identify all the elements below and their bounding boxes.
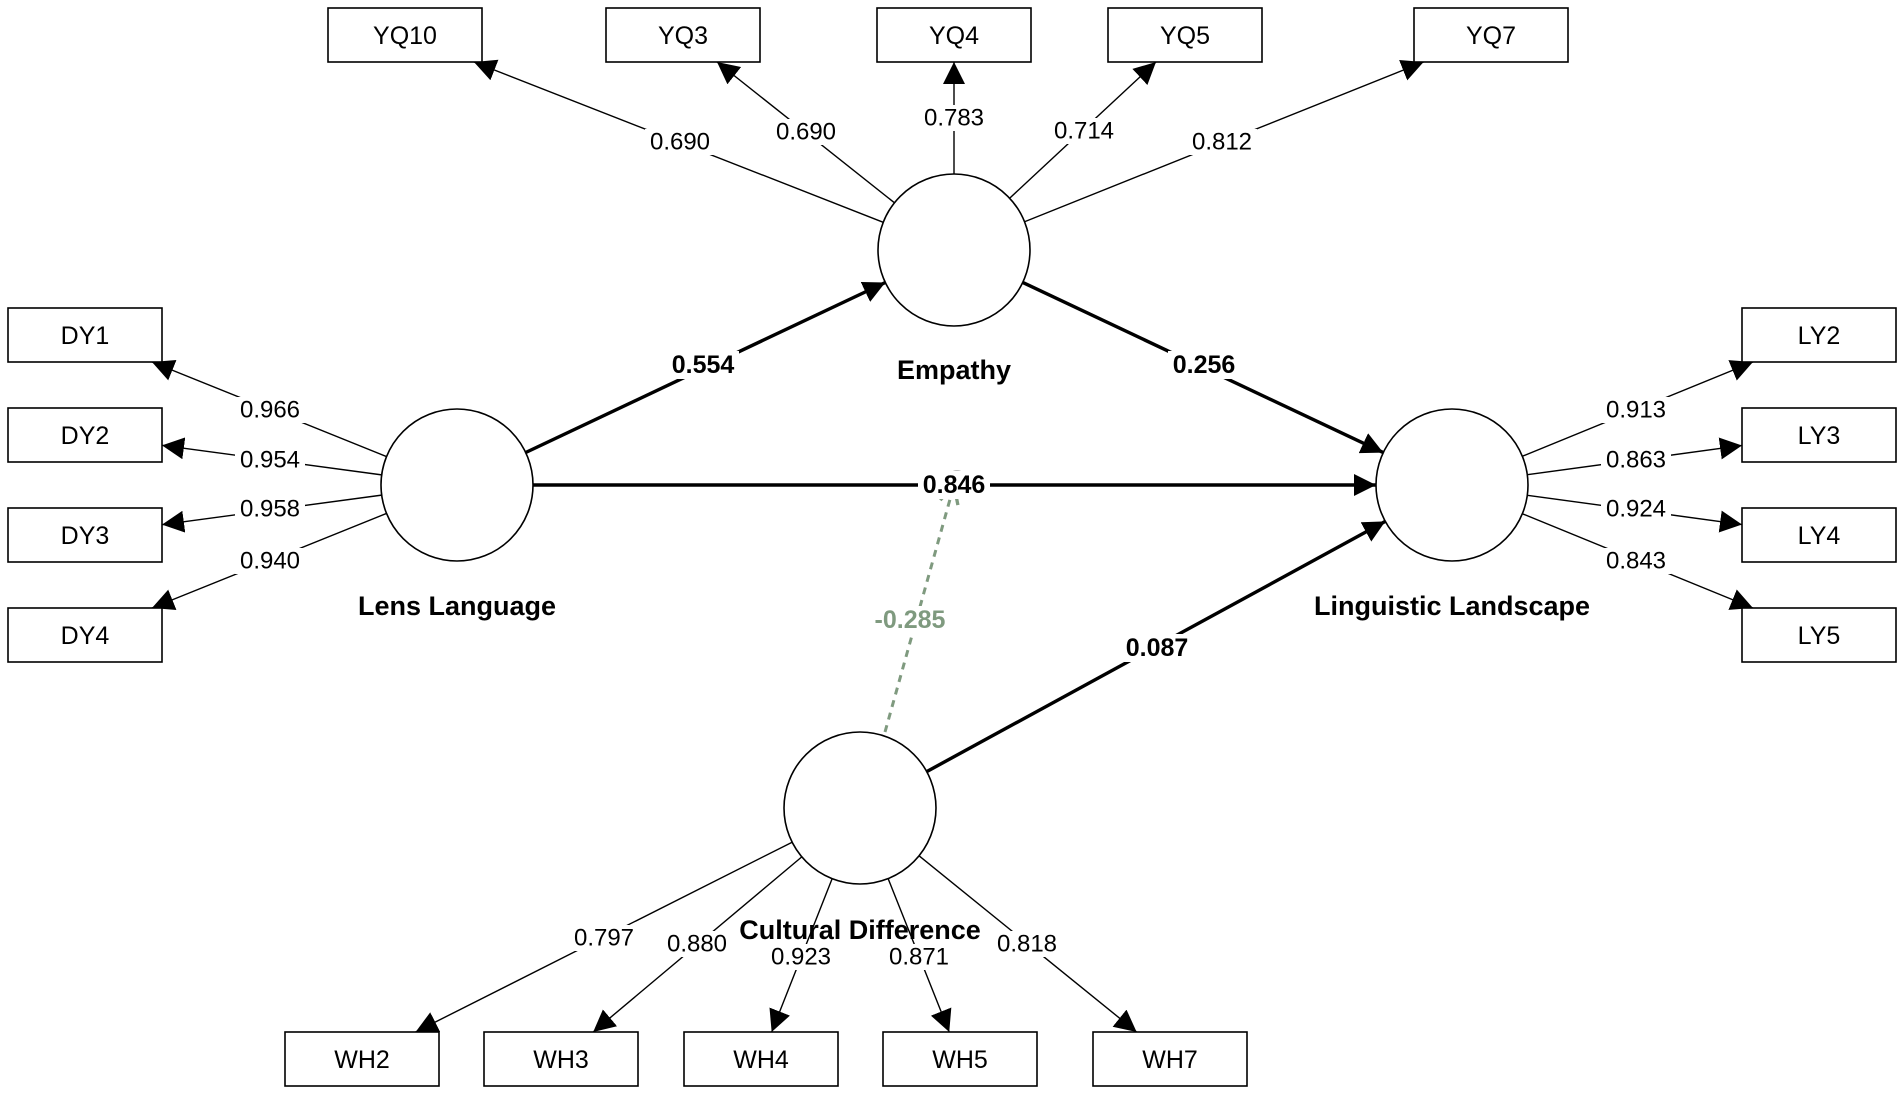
- indicator-label-dy2: DY2: [61, 422, 110, 450]
- loading-value-dy1: 0.966: [240, 397, 300, 424]
- loading-value-dy3: 0.958: [240, 496, 300, 523]
- indicator-box-ly4: [1741, 507, 1897, 563]
- indicator-label-dy1: DY1: [61, 322, 110, 350]
- loading-value-wh3: 0.880: [667, 931, 727, 958]
- label-background: [667, 351, 739, 379]
- indicator-box-yq5: [1107, 7, 1263, 63]
- loading-value-ly5: 0.843: [1606, 548, 1666, 575]
- loading-value-wh2: 0.797: [574, 925, 634, 952]
- loading-value-yq5: 0.714: [1054, 118, 1114, 145]
- loading-value-ly3: 0.863: [1606, 447, 1666, 474]
- latent-circle-emp: [877, 173, 1031, 327]
- indicator-box-wh2: [284, 1031, 440, 1087]
- indicator-box-yq10: [327, 7, 483, 63]
- label-background: [868, 606, 952, 634]
- indicator-box-dy2: [7, 407, 163, 463]
- latent-label-cult: Cultural Difference: [739, 915, 981, 945]
- indicator-box-ly3: [1741, 407, 1897, 463]
- loading-value-wh4: 0.923: [771, 944, 831, 971]
- label-background: [1601, 548, 1671, 574]
- indicator-label-wh4: WH4: [733, 1046, 789, 1074]
- label-background: [235, 397, 305, 423]
- indicator-box-wh3: [483, 1031, 639, 1087]
- label-background: [918, 471, 990, 499]
- moderation-arrow: [883, 485, 954, 733]
- loading-value-dy2: 0.954: [240, 447, 300, 474]
- loading-value-wh5: 0.871: [889, 944, 949, 971]
- latent-label-ling: Linguistic Landscape: [1314, 591, 1590, 621]
- indicator-box-yq7: [1413, 7, 1569, 63]
- latent-circle-ling: [1375, 408, 1529, 562]
- label-background: [1049, 118, 1119, 144]
- indicator-label-dy3: DY3: [61, 522, 110, 550]
- indicator-label-wh5: WH5: [932, 1046, 988, 1074]
- label-background: [771, 119, 841, 145]
- label-background: [992, 931, 1062, 957]
- label-background: [645, 129, 715, 155]
- label-background: [1187, 129, 1257, 155]
- loading-value-wh7: 0.818: [997, 931, 1057, 958]
- label-background: [766, 944, 836, 970]
- latent-circle-lens: [380, 408, 534, 562]
- loading-value-dy4: 0.940: [240, 548, 300, 575]
- indicator-label-dy4: DY4: [61, 622, 110, 650]
- indicator-label-wh2: WH2: [334, 1046, 390, 1074]
- path-coef-lens-emp: 0.554: [672, 351, 735, 379]
- indicator-box-yq3: [605, 7, 761, 63]
- indicator-box-yq4: [876, 7, 1032, 63]
- indicator-label-yq10: YQ10: [373, 22, 437, 50]
- label-background: [235, 548, 305, 574]
- loading-value-ly2: 0.913: [1606, 397, 1666, 424]
- path-coef-cult-ling: 0.087: [1126, 634, 1189, 662]
- label-background: [1601, 496, 1671, 522]
- indicator-box-wh4: [683, 1031, 839, 1087]
- loading-value-yq10: 0.690: [650, 129, 710, 156]
- label-background: [569, 925, 639, 951]
- label-background: [235, 447, 305, 473]
- label-background: [1601, 447, 1671, 473]
- label-background: [235, 496, 305, 522]
- indicator-box-wh7: [1092, 1031, 1248, 1087]
- indicator-label-wh3: WH3: [533, 1046, 589, 1074]
- indicator-box-dy3: [7, 507, 163, 563]
- indicator-label-yq5: YQ5: [1160, 22, 1210, 50]
- path-coef-emp-ling: 0.256: [1173, 351, 1236, 379]
- indicator-box-wh5: [882, 1031, 1038, 1087]
- label-background: [1121, 634, 1193, 662]
- label-background: [884, 944, 954, 970]
- indicator-label-wh7: WH7: [1142, 1046, 1198, 1074]
- indicator-label-yq7: YQ7: [1466, 22, 1516, 50]
- indicator-label-yq3: YQ3: [658, 22, 708, 50]
- indicator-box-dy1: [7, 307, 163, 363]
- moderation-coef: -0.285: [875, 606, 946, 634]
- label-layer: 0.690 0.690 0.783 0.714 0.812 0.966 0.954 0.958…: [235, 105, 1671, 971]
- label-background: [662, 931, 732, 957]
- indicator-box-ly2: [1741, 307, 1897, 363]
- loading-value-yq7: 0.812: [1192, 129, 1252, 156]
- indicator-box-ly5: [1741, 607, 1897, 663]
- latent-circle-cult: [783, 731, 937, 885]
- loading-value-yq4: 0.783: [924, 105, 984, 132]
- indicator-label-ly2: LY2: [1798, 322, 1841, 350]
- latent-label-emp: Empathy: [897, 355, 1011, 385]
- indicator-label-ly4: LY4: [1798, 522, 1841, 550]
- indicator-label-yq4: YQ4: [929, 22, 979, 50]
- path-coef-lens-ling: 0.846: [923, 471, 986, 499]
- indicator-box-dy4: [7, 607, 163, 663]
- loading-value-ly4: 0.924: [1606, 496, 1666, 523]
- indicator-label-ly5: LY5: [1798, 622, 1841, 650]
- label-background: [1168, 351, 1240, 379]
- loading-value-yq3: 0.690: [776, 119, 836, 146]
- latent-label-lens: Lens Language: [358, 591, 556, 621]
- indicator-label-ly3: LY3: [1798, 422, 1841, 450]
- label-background: [919, 105, 989, 131]
- label-background: [1601, 397, 1671, 423]
